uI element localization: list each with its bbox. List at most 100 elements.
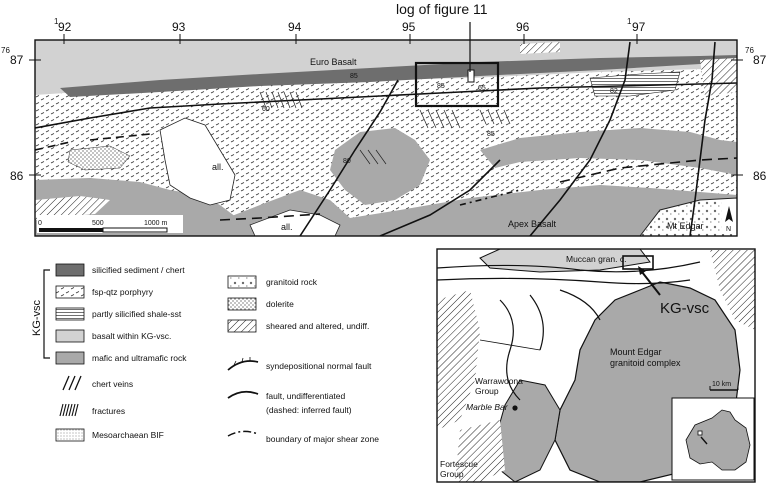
svg-text:87: 87 <box>10 53 24 67</box>
fractures-icon <box>59 403 79 417</box>
swatch-chert <box>55 263 85 277</box>
northing-label-left: 86 <box>10 169 24 183</box>
legend-label: syndepositional normal fault <box>266 361 372 371</box>
legend-label: partly silicified shale-sst <box>92 309 182 319</box>
dip-value: 85 <box>350 73 358 80</box>
australia-outline-icon <box>685 409 751 471</box>
kg-vsc-location-box <box>622 255 654 270</box>
swatch-granitoid <box>227 275 257 289</box>
northing-label-left: 76 87 <box>1 46 24 67</box>
svg-text:1: 1 <box>54 17 59 26</box>
northing-label-right: 76 87 <box>745 46 767 67</box>
inset-sheared-right <box>710 250 755 330</box>
inset-sheared-left <box>437 290 480 430</box>
legend-label: fault, undifferentiated <box>266 391 346 401</box>
easting-label: 95 <box>402 20 416 34</box>
label-marble-bar: Marble Bar <box>466 402 509 412</box>
shale-sst-patch <box>589 71 681 97</box>
label-alluvium: all. <box>281 222 293 232</box>
legend-label: fsp-qtz porphyry <box>92 287 154 297</box>
inset-sheared-bottom <box>455 420 505 482</box>
label-alluvium: all. <box>212 162 224 172</box>
main-map: 60 80 85 85 82 65 85 Euro Basalt Apex Ba… <box>1 1 767 237</box>
dolerite-patch <box>67 145 131 171</box>
label-fortescue: Fortescue <box>440 459 478 469</box>
alluvium-left <box>159 117 236 206</box>
marble-bar-point <box>512 405 518 411</box>
dip-value: 80 <box>343 158 351 165</box>
sheared-zone-right <box>700 58 737 96</box>
sheared-zone-top <box>520 42 560 54</box>
svg-text:76: 76 <box>1 46 10 55</box>
sheared-zone-left <box>35 196 110 220</box>
swatch-porphyry <box>55 285 85 299</box>
swatch-bif <box>55 428 85 442</box>
easting-label: 1 92 <box>54 17 72 34</box>
legend-label: fractures <box>92 406 125 416</box>
label-mt-edgar: Mt Edgar <box>667 221 704 231</box>
northing-label-right: 86 <box>753 169 767 183</box>
chert-band <box>60 55 737 97</box>
easting-label: 1 97 <box>627 17 646 34</box>
scale-label: 1000 m <box>144 220 168 227</box>
svg-text:1: 1 <box>627 17 632 26</box>
legend-label: silicified sediment / chert <box>92 265 185 275</box>
alluvium-bottom <box>249 209 341 236</box>
grid-ticks <box>29 34 743 176</box>
kg-vsc-group-label: KG-vsc <box>31 299 43 336</box>
label-euro-basalt: Euro Basalt <box>310 57 357 67</box>
legend-label: granitoid rock <box>266 277 318 287</box>
faults <box>35 41 737 236</box>
svg-text:87: 87 <box>753 53 767 67</box>
fractures <box>259 91 511 165</box>
label-apex-basalt: Apex Basalt <box>508 219 557 229</box>
legend-label: Mesoarchaean BIF <box>92 430 164 440</box>
svg-text:76: 76 <box>745 46 754 55</box>
legend-label: sheared and altered, undiff. <box>266 321 369 331</box>
label-kg-vsc: KG-vsc <box>660 300 710 317</box>
swatch-mafic <box>55 351 85 365</box>
figure-11-box <box>414 61 500 108</box>
kg-vsc-arrow <box>641 271 661 296</box>
scale-bar: 0 500 1000 m <box>37 215 183 233</box>
legend-label: basalt within KG-vsc. <box>92 331 171 341</box>
inset-structures <box>437 261 701 401</box>
dip-value: 82 <box>610 88 618 95</box>
kg-vsc-bracket <box>43 269 50 359</box>
swatch-sheared <box>227 319 257 333</box>
label-warrawoona: Group <box>475 386 499 396</box>
swatch-dolerite <box>227 297 257 311</box>
normal-fault-icon <box>227 357 259 371</box>
label-fortescue: Group <box>440 469 464 479</box>
inset-map: Muccan gran. c. KG-vsc Mount Edgar grani… <box>436 248 756 483</box>
label-mount-edgar: Mount Edgar <box>610 347 662 357</box>
mt-edgar-granitoid <box>639 197 737 236</box>
australia-locator <box>671 397 755 481</box>
svg-text:97: 97 <box>632 20 646 34</box>
north-label: N <box>726 226 731 233</box>
fault-icon <box>227 390 259 399</box>
inset-scale-label: 10 km <box>712 381 731 388</box>
legend-label: mafic and ultramafic rock <box>92 353 187 363</box>
easting-label: 93 <box>172 20 186 34</box>
swatch-basalt <box>55 329 85 343</box>
legend-label: (dashed: inferred fault) <box>266 405 352 415</box>
legend-label: boundary of major shear zone <box>266 434 379 444</box>
north-arrow-icon: N <box>722 200 736 234</box>
legend-label: chert veins <box>92 379 133 389</box>
inset-map-frame <box>436 248 756 483</box>
swatch-shale-sst <box>55 307 85 321</box>
legend: KG-vsc silicified sediment / chert fsp-q… <box>31 263 379 444</box>
shear-zone-icon <box>227 430 259 437</box>
easting-label: 94 <box>288 20 302 34</box>
dip-value: 85 <box>487 131 495 138</box>
dip-value: 85 <box>437 83 445 90</box>
mafic-unit-center <box>330 128 430 205</box>
label-muccan: Muccan gran. c. <box>566 254 626 264</box>
svg-text:92: 92 <box>58 20 72 34</box>
dip-value: 60 <box>262 106 270 113</box>
callout-label: log of figure 11 <box>396 1 488 17</box>
main-map-frame <box>34 39 738 237</box>
label-warrawoona: Warrawoona <box>475 376 523 386</box>
